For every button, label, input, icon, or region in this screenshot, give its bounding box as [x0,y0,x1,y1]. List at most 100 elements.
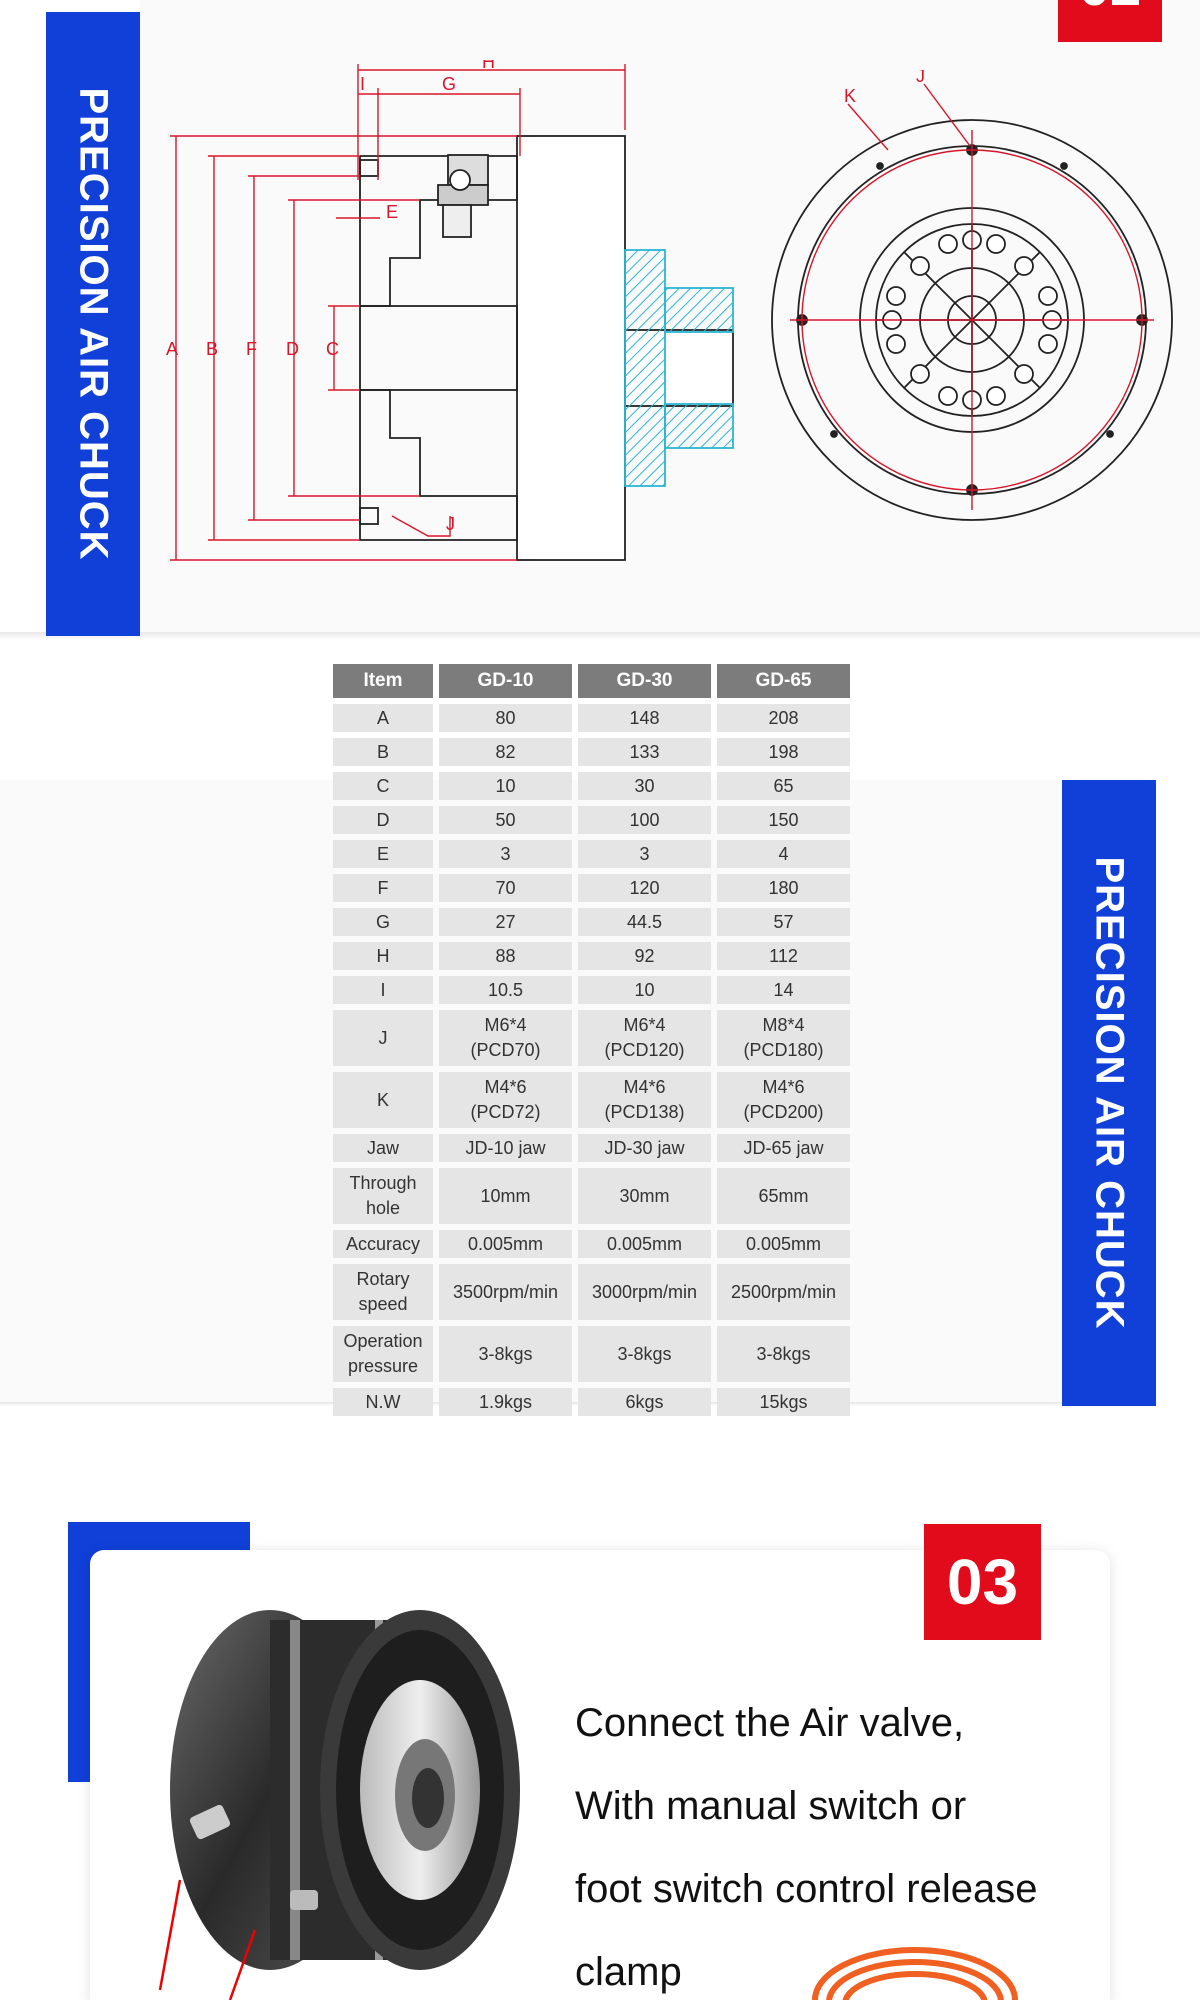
dim-label-g: G [442,74,456,94]
spec-value-cell: JD-30 jaw [578,1134,711,1162]
spec-value-cell: 100 [578,806,711,834]
dim-label-e: E [386,202,398,222]
spec-value-cell: 208 [717,704,850,732]
spec-item-cell: Accuracy [333,1230,433,1258]
spec-value-cell: M4*6 (PCD72) [439,1072,572,1128]
description-line: clamp [575,1950,682,1994]
spec-value-cell: M4*6 (PCD200) [717,1072,850,1128]
spec-value-cell: 57 [717,908,850,936]
spec-value-cell: 3-8kgs [578,1326,711,1382]
side-view-drawing: H I G E A B F D [166,60,734,561]
spec-header-row: Item GD-10 GD-30 GD-65 [333,664,850,698]
spec-item-cell: A [333,704,433,732]
spec-value-cell: 3500rpm/min [439,1264,572,1320]
spec-value-cell: 3-8kgs [717,1326,850,1382]
feature-description: Connect the Air valve, With manual switc… [575,1682,1095,2000]
spec-value-cell: 0.005mm [578,1230,711,1258]
spec-value-cell: 4 [717,840,850,868]
spec-value-cell: 10mm [439,1168,572,1224]
spec-value-cell: 10 [439,772,572,800]
spec-value-cell: 30mm [578,1168,711,1224]
spec-item-cell: K [333,1072,433,1128]
spec-item-cell: Through hole [333,1168,433,1224]
front-label-j: J [916,70,925,86]
jaw-label: J [446,514,455,534]
spec-value-cell: 50 [439,806,572,834]
spec-value-cell: 3 [439,840,572,868]
spec-value-cell: JD-65 jaw [717,1134,850,1162]
spec-value-cell: M8*4 (PCD180) [717,1010,850,1066]
panel-divider [0,632,1200,640]
air-hose-photo [812,1947,1018,2000]
front-label-k: K [844,86,856,106]
spec-value-cell: JD-10 jaw [439,1134,572,1162]
spec-value-cell: 112 [717,942,850,970]
spec-item-cell: D [333,806,433,834]
spec-value-cell: M6*4 (PCD70) [439,1010,572,1066]
spec-item-cell: F [333,874,433,902]
dim-label-a: A [166,339,178,359]
spec-value-cell: 14 [717,976,850,1004]
spec-value-cell: 10 [578,976,711,1004]
spec-value-cell: 65 [717,772,850,800]
description-line: foot switch control release [575,1867,1038,1911]
spec-value-cell: 133 [578,738,711,766]
spec-value-cell: 44.5 [578,908,711,936]
side-title-bar: PRECISION AIR CHUCK [46,12,140,636]
spec-item-cell: Jaw [333,1134,433,1162]
spec-value-cell: 0.005mm [439,1230,572,1258]
side-title: PRECISION AIR CHUCK [71,87,116,561]
spec-value-cell: 82 [439,738,572,766]
dim-label-i: I [360,74,365,94]
header-cell: GD-65 [717,664,850,698]
spec-item-cell: H [333,942,433,970]
dim-label-h: H [482,60,495,72]
dim-label-b: B [206,339,218,359]
dim-label-d: D [286,339,299,359]
spec-value-cell: 3-8kgs [439,1326,572,1382]
spec-value-cell: M4*6 (PCD138) [578,1072,711,1128]
spec-value-cell: 2500rpm/min [717,1264,850,1320]
description-line: With manual switch or [575,1784,967,1828]
spec-value-cell: 198 [717,738,850,766]
header-cell: Item [333,664,433,698]
air-chuck-photo [158,1610,520,2000]
dim-label-f: F [246,339,257,359]
spec-value-cell: 92 [578,942,711,970]
spec-value-cell: 0.005mm [717,1230,850,1258]
description-line: Connect the Air valve, [575,1701,965,1745]
spec-item-cell: Operation pressure [333,1326,433,1382]
spec-value-cell: 3 [578,840,711,868]
spec-item-cell: N.W [333,1388,433,1416]
spec-value-cell: 10.5 [439,976,572,1004]
spec-item-cell: J [333,1010,433,1066]
spec-value-cell: 70 [439,874,572,902]
spec-value-cell: 15kgs [717,1388,850,1416]
spec-item-cell: E [333,840,433,868]
header-cell: GD-10 [439,664,572,698]
spec-item-cell: C [333,772,433,800]
spec-value-cell: 148 [578,704,711,732]
side-title-bar: PRECISION AIR CHUCK [1062,780,1156,1406]
spec-value-cell: 88 [439,942,572,970]
spec-value-cell: 6kgs [578,1388,711,1416]
front-view-drawing: K J [771,70,1173,521]
spec-value-cell: 120 [578,874,711,902]
spec-value-cell: 80 [439,704,572,732]
side-title: PRECISION AIR CHUCK [1087,856,1132,1330]
